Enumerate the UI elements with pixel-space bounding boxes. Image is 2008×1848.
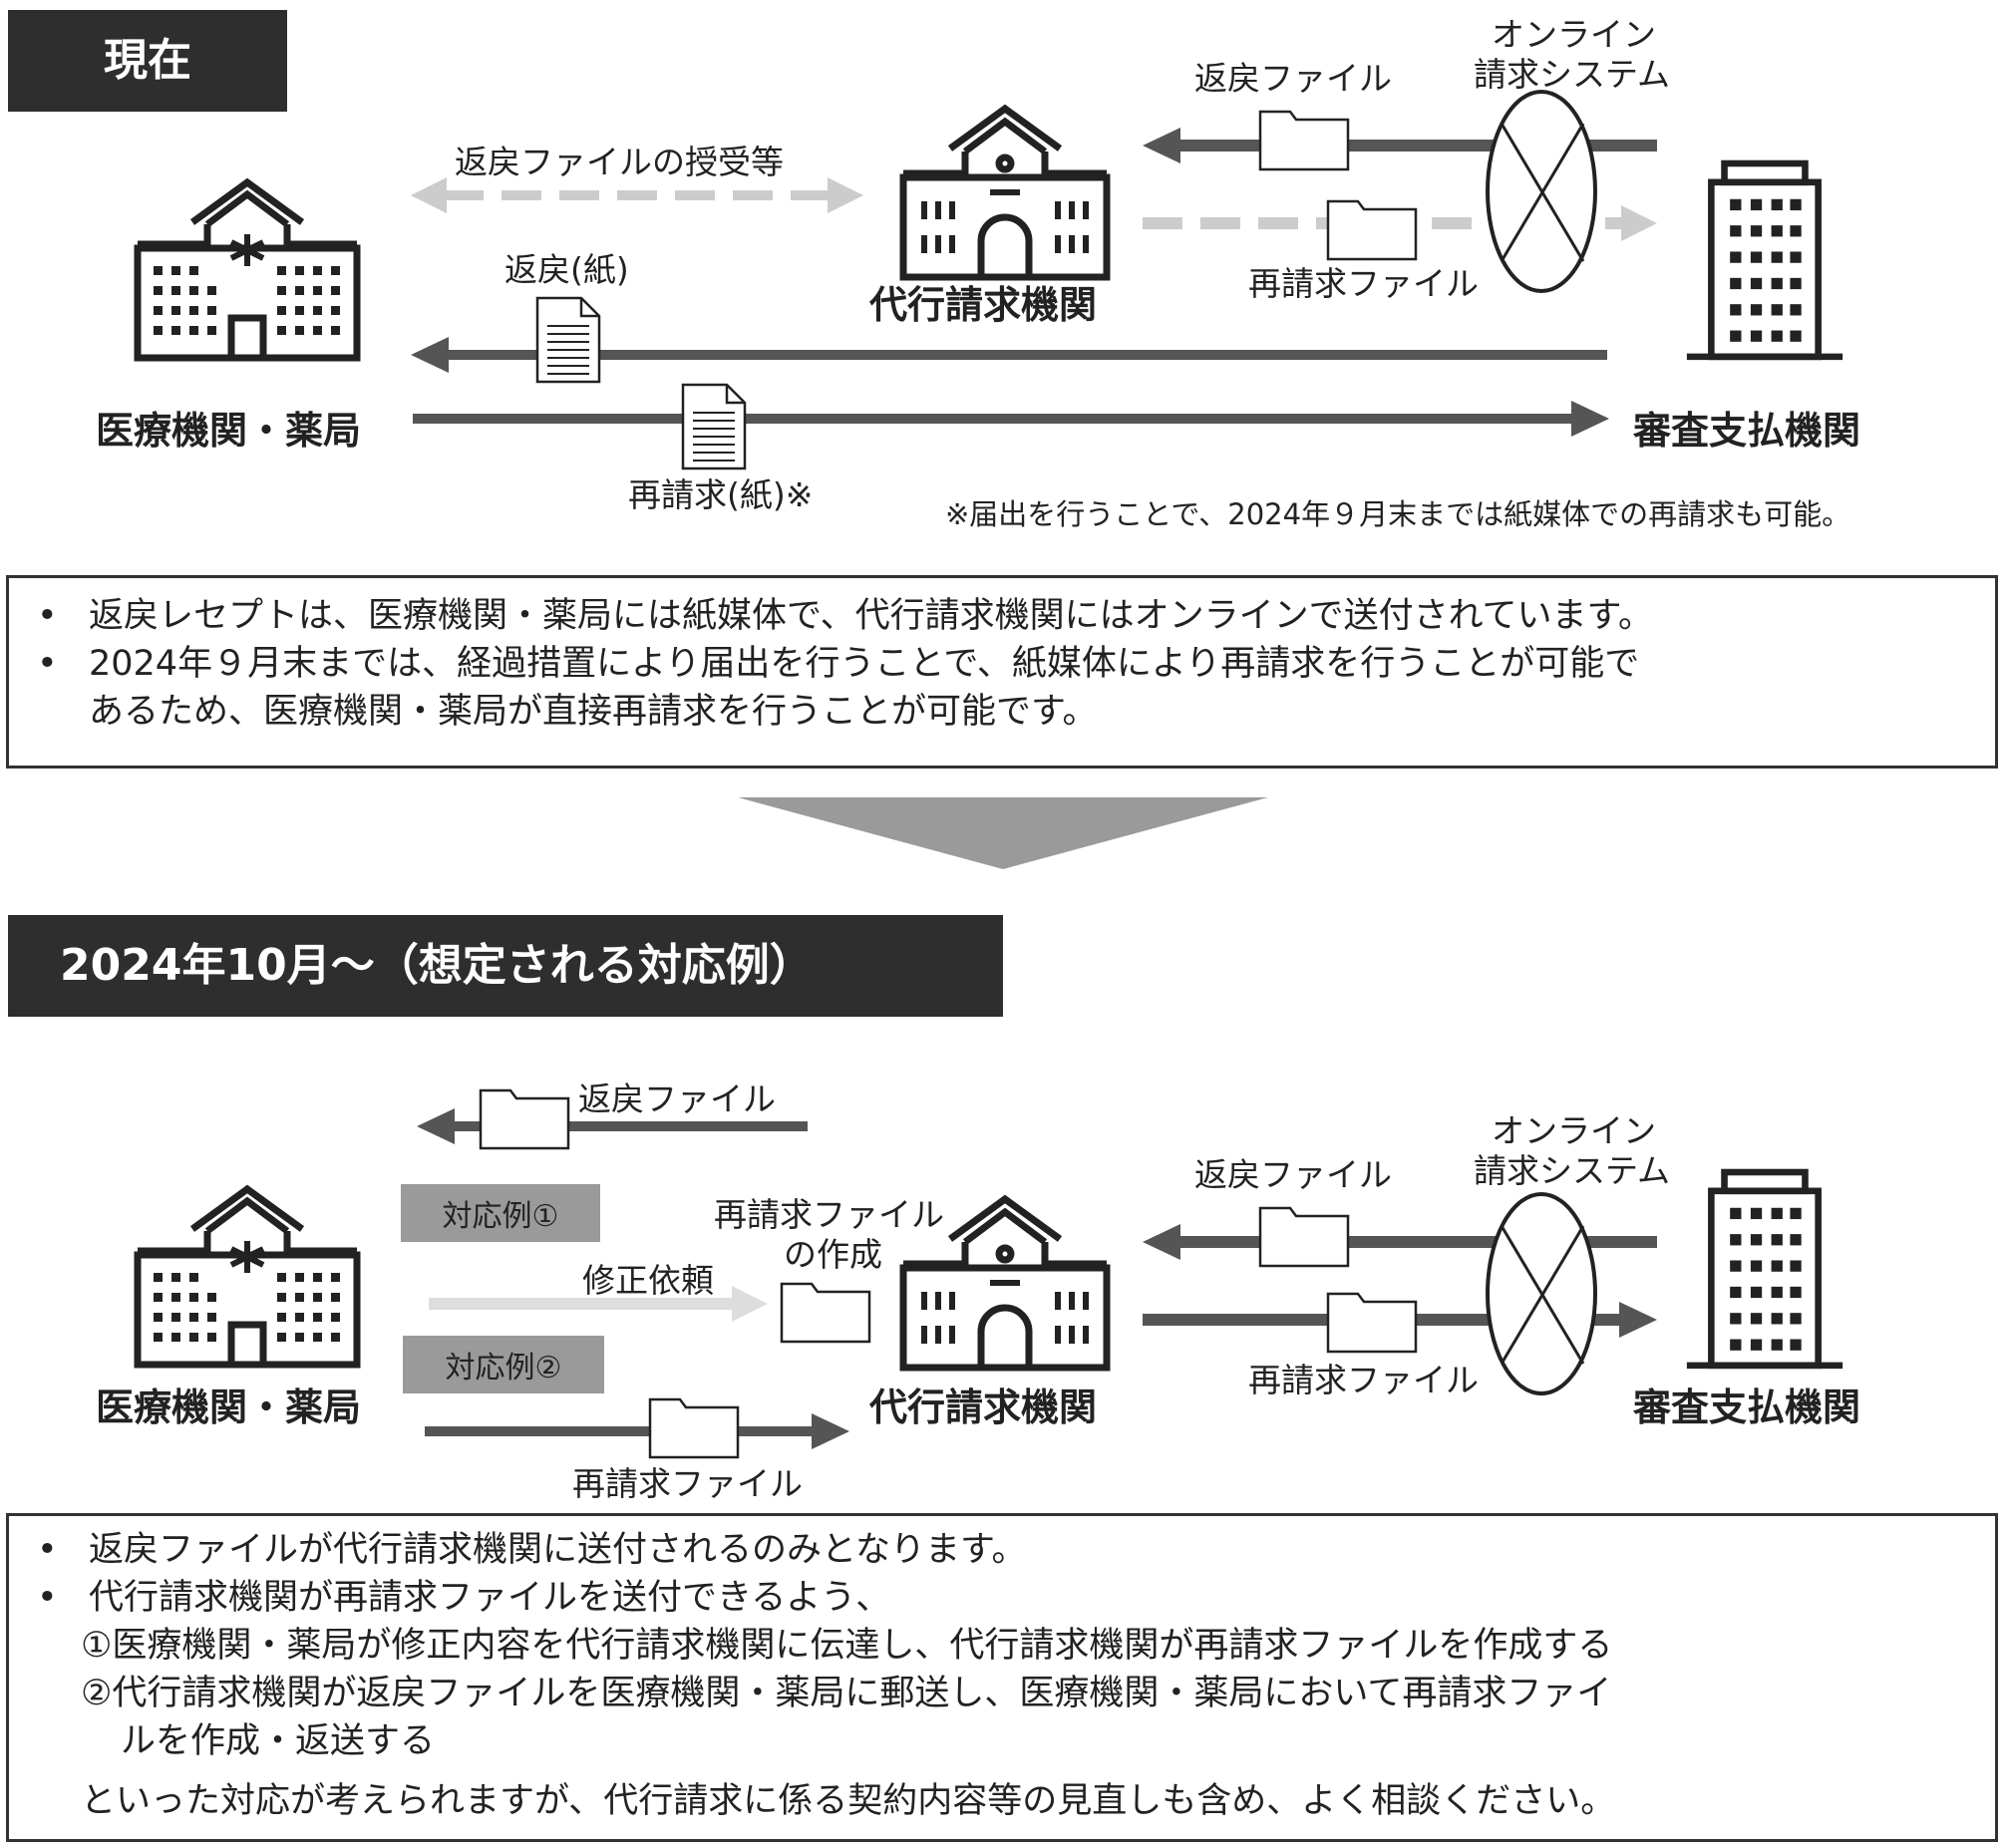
reclaim-paper-arrow	[413, 401, 1609, 437]
label-create-reclaim-2: の作成	[784, 1235, 882, 1274]
fix-request-arrow	[429, 1286, 768, 1322]
label-reclaim-file-right: 再請求ファイル	[1248, 1361, 1479, 1399]
down-triangle-icon	[738, 797, 1268, 869]
section-header-current-text: 現在	[104, 35, 191, 86]
info-text: ルを作成・返送する	[121, 1721, 436, 1761]
blocked-system-icon	[1486, 90, 1597, 293]
label-create-reclaim-1: 再請求ファイル	[714, 1195, 944, 1234]
section-header-future-text: 2024年10月～（想定される対応例）	[60, 940, 814, 991]
info-text: ②代行請求機関が返戻ファイルを医療機関・薬局に郵送し、医療機関・薬局において再請…	[81, 1674, 1612, 1713]
info-box-future: • 返戻ファイルが代行請求機関に送付されるのみとなります。 • 代行請求機関が再…	[6, 1513, 1998, 1842]
node-agency: 代行請求機関	[869, 1386, 1098, 1429]
agency-building-icon	[903, 109, 1107, 277]
office-tower-icon	[1687, 163, 1842, 357]
blocked-system-icon	[1486, 1192, 1597, 1395]
label-return-paper: 返戻(紙)	[504, 250, 629, 289]
label-fix-request: 修正依頼	[582, 1261, 714, 1300]
office-tower-icon	[1687, 1172, 1842, 1366]
info-text: あるため、医療機関・薬局が直接再請求を行うことが可能です。	[89, 692, 1098, 732]
exchange-dashed-arrow	[411, 177, 863, 213]
info-text: 2024年９月末までは、経過措置により届出を行うことで、紙媒体により再請求を行う…	[89, 644, 1640, 684]
label-online-system-2: 請求システム	[1474, 55, 1671, 94]
case2-tag-text: 対応例②	[445, 1351, 562, 1386]
case2-tag: 対応例②	[403, 1336, 604, 1393]
node-payer: 審査支払機関	[1633, 1386, 1861, 1429]
folder-icon	[780, 1282, 871, 1344]
label-online-system-1: オンライン	[1492, 15, 1656, 54]
info-text: 代行請求機関が再請求ファイルを送付できるよう、	[89, 1578, 891, 1618]
info-text: ①医療機関・薬局が修正内容を代行請求機関に伝達し、代行請求機関が再請求ファイルを…	[81, 1626, 1613, 1666]
footnote: ※届出を行うことで、2024年９月末までは紙媒体での再請求も可能。	[945, 497, 1851, 531]
label-exchange: 返戻ファイルの授受等	[455, 143, 784, 181]
node-hospital: 医療機関・薬局	[96, 409, 362, 453]
label-reclaim-file: 再請求ファイル	[1248, 264, 1479, 303]
folder-icon	[1326, 1292, 1418, 1354]
info-text: 返戻レセプトは、医療機関・薬局には紙媒体で、代行請求機関にはオンラインで送付され…	[89, 596, 1654, 636]
hospital-icon	[138, 1189, 357, 1365]
paper-document-icon	[535, 296, 601, 384]
folder-icon	[479, 1088, 570, 1150]
node-agency: 代行請求機関	[869, 283, 1098, 327]
case1-tag: 対応例①	[401, 1184, 600, 1242]
return-paper-arrow	[411, 337, 1607, 373]
section-header-future: 2024年10月～（想定される対応例）	[8, 915, 1003, 1017]
folder-icon	[1326, 199, 1418, 261]
info-text: といった対応が考えられますが、代行請求に係る契約内容等の見直しも含め、よく相談く…	[81, 1781, 1616, 1821]
folder-icon	[648, 1397, 740, 1459]
node-payer: 審査支払機関	[1633, 409, 1861, 453]
case2-reclaim-arrow	[425, 1413, 849, 1449]
label-reclaim-file-bottom: 再請求ファイル	[572, 1464, 803, 1503]
folder-icon	[1258, 110, 1350, 171]
info-box-current: • 返戻レセプトは、医療機関・薬局には紙媒体で、代行請求機関にはオンラインで送付…	[6, 575, 1998, 769]
hospital-icon	[138, 182, 357, 358]
info-text: 返戻ファイルが代行請求機関に送付されるのみとなります。	[89, 1530, 1027, 1570]
label-reclaim-paper: 再請求(紙)※	[628, 475, 814, 514]
section-header-current: 現在	[8, 10, 287, 112]
folder-icon	[1258, 1206, 1350, 1268]
label-return-file-right: 返戻ファイル	[1194, 1155, 1392, 1194]
label-online-system-1: オンライン	[1492, 1111, 1656, 1150]
node-hospital: 医療機関・薬局	[96, 1386, 362, 1429]
label-return-file-left: 返戻ファイル	[578, 1079, 776, 1118]
label-online-system-2: 請求システム	[1474, 1151, 1671, 1190]
label-return-file: 返戻ファイル	[1194, 59, 1392, 98]
paper-document-icon	[681, 383, 747, 470]
case1-tag-text: 対応例①	[442, 1199, 559, 1234]
